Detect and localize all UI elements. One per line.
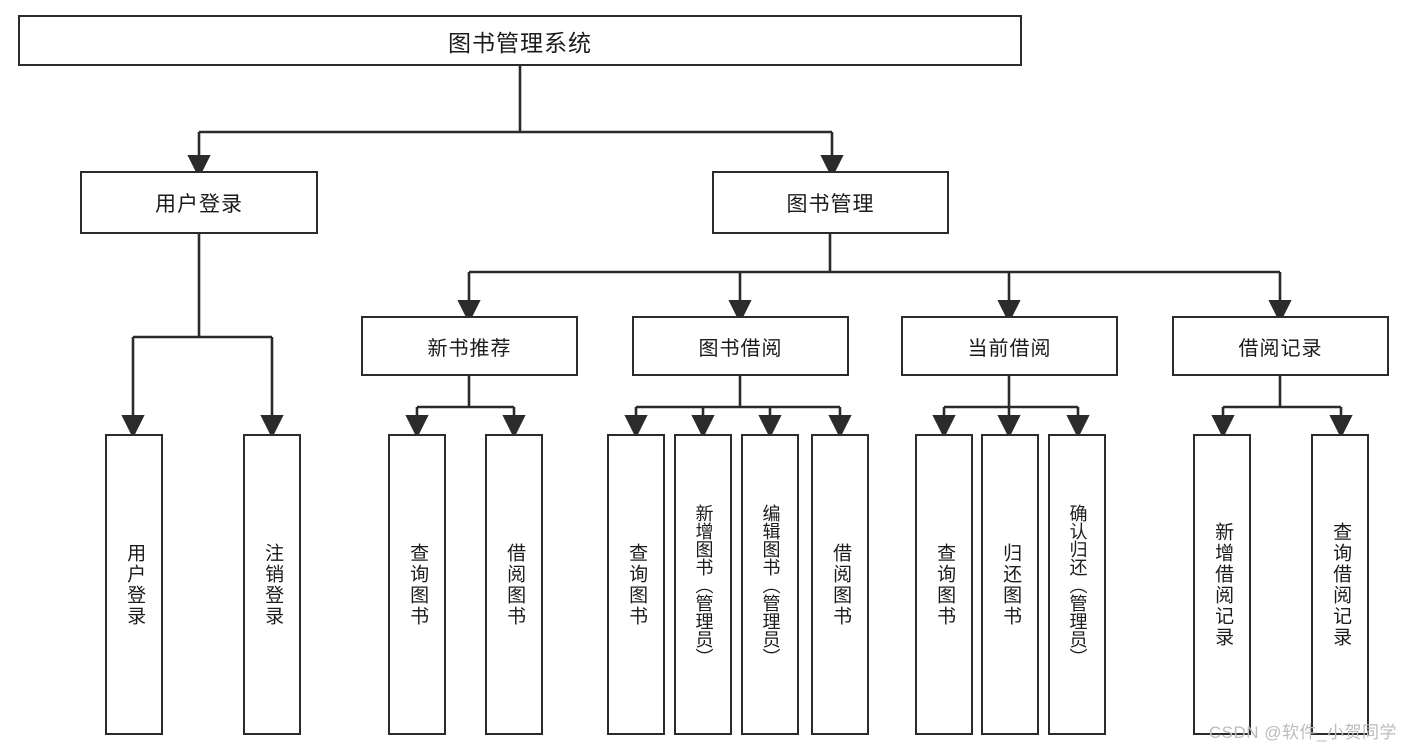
node-borrow-record[interactable]: 借阅记录 [1172, 316, 1389, 376]
leaf-recommend-query-book[interactable]: 查询图书 [388, 434, 446, 735]
leaf-borrow-borrow-book-label: 借阅图书 [830, 542, 852, 627]
leaf-record-add-record-label: 新增借阅记录 [1212, 521, 1234, 648]
leaf-record-query-record[interactable]: 查询借阅记录 [1311, 434, 1369, 735]
leaf-recommend-borrow-book-label: 借阅图书 [504, 542, 526, 627]
node-user-login-label: 用户登录 [155, 192, 243, 216]
node-root-system[interactable]: 图书管理系统 [18, 15, 1022, 66]
leaf-user-login-signout-label: 注销登录 [262, 542, 284, 627]
leaf-current-return-book[interactable]: 归还图书 [981, 434, 1039, 735]
node-root-label: 图书管理系统 [448, 29, 592, 56]
leaf-current-confirm-return-admin-label: 确认归还（管理员） [1067, 503, 1088, 666]
leaf-record-add-record[interactable]: 新增借阅记录 [1193, 434, 1251, 735]
node-book-borrow[interactable]: 图书借阅 [632, 316, 849, 376]
leaf-borrow-borrow-book[interactable]: 借阅图书 [811, 434, 869, 735]
node-book-management-label: 图书管理 [786, 192, 875, 216]
node-book-management[interactable]: 图书管理 [712, 171, 949, 234]
node-new-book-recommend[interactable]: 新书推荐 [361, 316, 578, 376]
leaf-user-login-signin-label: 用户登录 [124, 542, 146, 627]
node-current-borrow[interactable]: 当前借阅 [901, 316, 1118, 376]
node-borrow-record-label: 借阅记录 [1238, 337, 1323, 360]
leaf-current-query-book[interactable]: 查询图书 [915, 434, 973, 735]
leaf-record-query-record-label: 查询借阅记录 [1330, 521, 1352, 648]
leaf-borrow-query-book-label: 查询图书 [626, 542, 648, 627]
node-current-borrow-label: 当前借阅 [967, 337, 1052, 360]
leaf-borrow-edit-book-admin-label: 编辑图书（管理员） [760, 503, 781, 666]
csdn-watermark: CSDN @软件_小贺同学 [1208, 723, 1397, 742]
leaf-borrow-edit-book-admin[interactable]: 编辑图书（管理员） [741, 434, 799, 735]
leaf-user-login-signin[interactable]: 用户登录 [105, 434, 163, 735]
leaf-current-confirm-return-admin[interactable]: 确认归还（管理员） [1048, 434, 1106, 735]
leaf-recommend-borrow-book[interactable]: 借阅图书 [485, 434, 543, 735]
leaf-current-return-book-label: 归还图书 [1000, 542, 1022, 627]
node-new-book-recommend-label: 新书推荐 [427, 337, 512, 360]
leaf-current-query-book-label: 查询图书 [934, 542, 956, 627]
leaf-borrow-query-book[interactable]: 查询图书 [607, 434, 665, 735]
node-book-borrow-label: 图书借阅 [698, 337, 783, 360]
leaf-borrow-add-book-admin[interactable]: 新增图书（管理员） [674, 434, 732, 735]
leaf-recommend-query-book-label: 查询图书 [407, 542, 429, 627]
leaf-borrow-add-book-admin-label: 新增图书（管理员） [693, 503, 714, 666]
leaf-user-login-signout[interactable]: 注销登录 [243, 434, 301, 735]
node-user-login[interactable]: 用户登录 [80, 171, 318, 234]
